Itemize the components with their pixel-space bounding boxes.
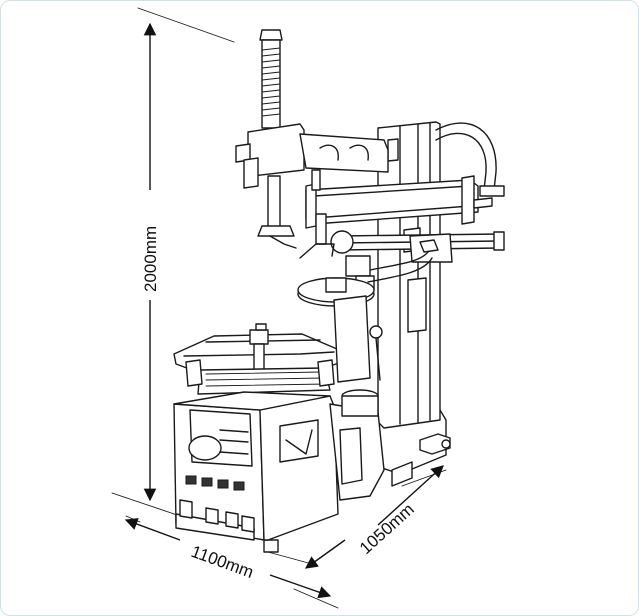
tire-changer-machine: [173, 29, 505, 553]
bead-breaker-housing: [329, 295, 385, 501]
mount-head-housing: [235, 123, 389, 189]
depth-arrow-down: [304, 539, 346, 569]
depth-extension-bottom: [267, 551, 313, 565]
mount-column: [259, 29, 283, 129]
mount-tool: [257, 169, 335, 259]
air-hose: [435, 122, 505, 197]
width-arrow-left: [124, 518, 181, 541]
cabinet-body: [173, 391, 339, 541]
width-extension-right: [293, 588, 339, 609]
depth-arrow-up: [377, 465, 444, 526]
depth-label: 1050mm: [356, 500, 418, 558]
width-arrow-right: [269, 574, 332, 599]
foot-pedals: [175, 499, 255, 541]
height-extension-top: [137, 7, 235, 43]
width-label: 1100mm: [189, 542, 256, 582]
horizontal-arm: [305, 175, 493, 229]
height-label: 2000mm: [141, 226, 160, 292]
turntable: [173, 323, 345, 395]
height-dimension: 2000mm: [111, 7, 235, 521]
